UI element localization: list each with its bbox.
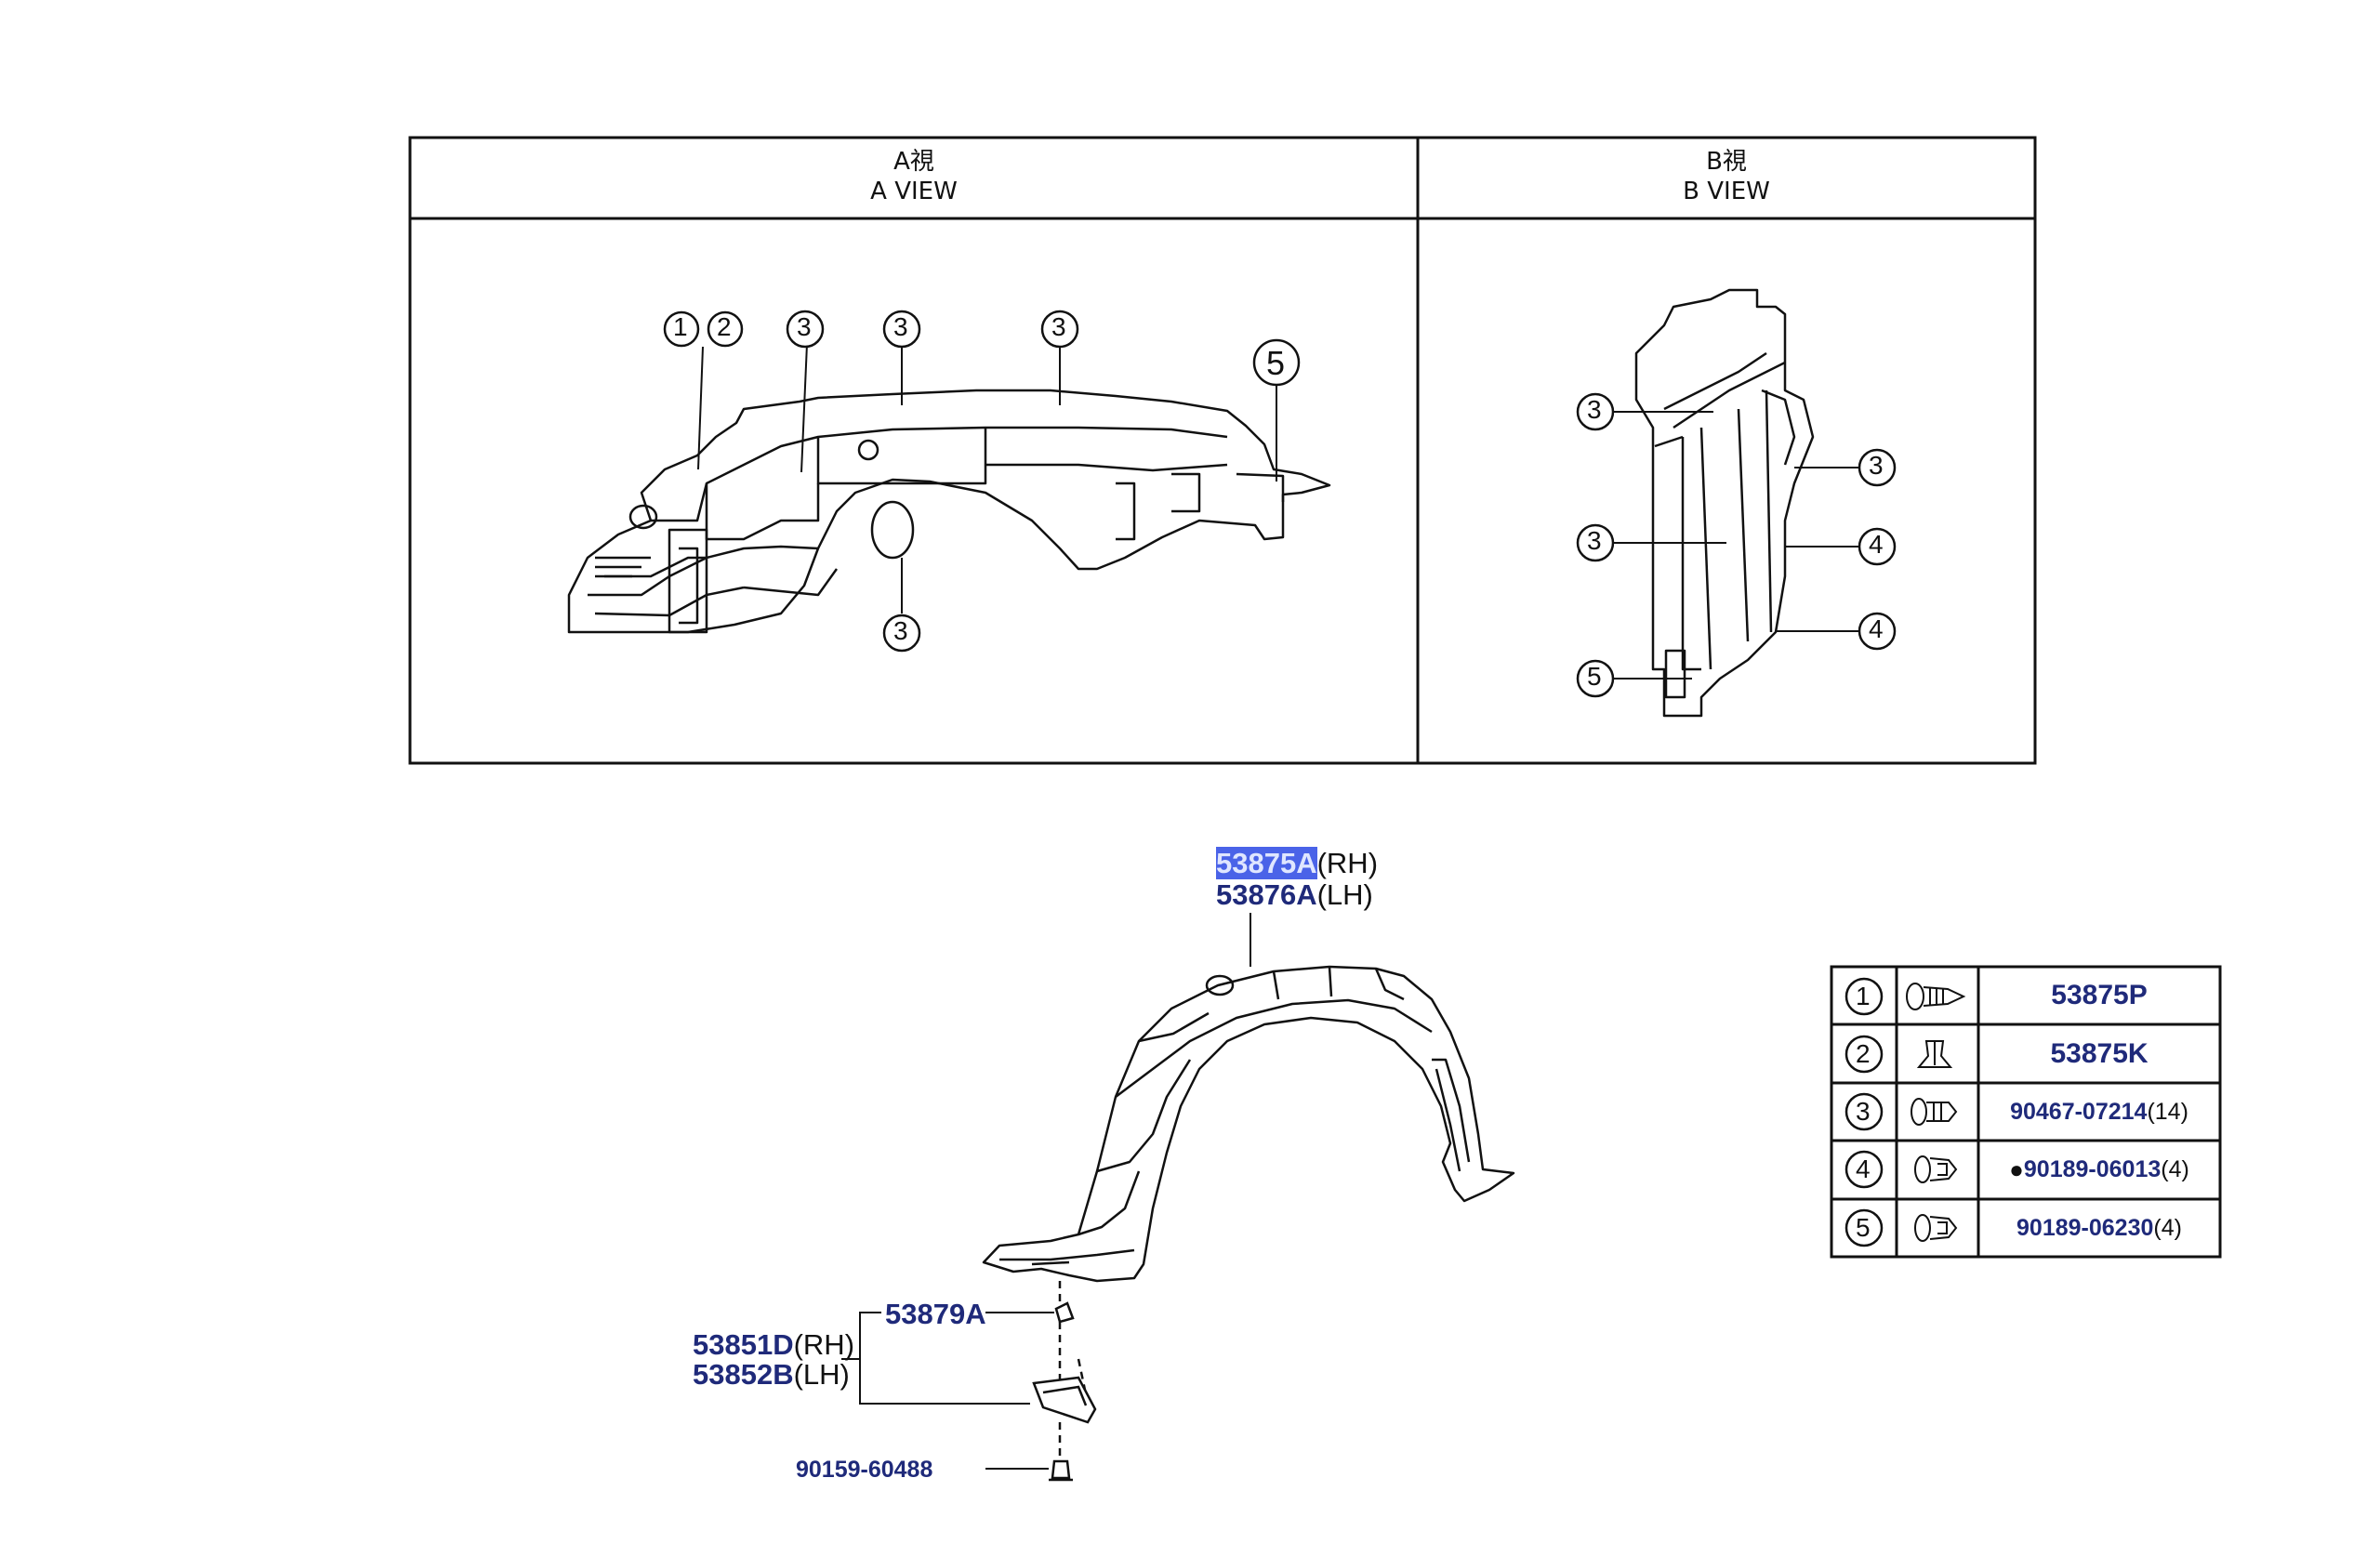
ab-leader-12 — [663, 310, 744, 348]
push-rivet-icon — [1911, 1098, 1958, 1126]
b-view-header: B視 B VIEW — [1418, 147, 2035, 206]
liner-lh-part[interactable]: 53876A — [1216, 878, 1317, 911]
liner-lh-suffix: (LH) — [1316, 878, 1373, 911]
a-view-drawing — [567, 389, 1331, 634]
bracket-leaders — [841, 1312, 1054, 1470]
callout-3a — [786, 310, 825, 349]
table-number-circles — [1844, 977, 1884, 1247]
callout-b-3: 5 — [1587, 662, 1602, 691]
bracket-rh-label[interactable]: 53851D(RH) — [693, 1329, 854, 1361]
b-view-title-en: B VIEW — [1683, 178, 1770, 205]
table-num-4: 4 — [1856, 1155, 1871, 1183]
table-row-4[interactable]: ●90189-06013(4) — [1978, 1141, 2220, 1199]
table-row-3[interactable]: 90467-07214(14) — [1978, 1083, 2220, 1141]
table-qty-3: (14) — [2147, 1098, 2188, 1125]
grommet-nut-icon-4 — [1914, 1155, 1958, 1183]
callout-5a — [1252, 338, 1301, 387]
a-view-leaders — [697, 343, 1277, 614]
table-num-1: 1 — [1856, 982, 1871, 1010]
bolt-label[interactable]: 90159-60488 — [796, 1456, 932, 1484]
table-row-1[interactable]: 53875P — [1978, 967, 2220, 1024]
clip-53879a-label[interactable]: 53879A — [885, 1299, 986, 1330]
callout-a-3: 3 — [893, 312, 908, 341]
table-qty-4: (4) — [2161, 1156, 2189, 1182]
callout-b-5: 4 — [1869, 530, 1884, 559]
table-part-1[interactable]: 53875P — [2051, 980, 2148, 1010]
fender-liner-drawing — [982, 965, 1515, 1283]
liner-lh-label[interactable]: 53876A(LH) — [1216, 879, 1373, 911]
callout-3b — [882, 310, 921, 349]
callout-b-2: 3 — [1587, 526, 1602, 555]
table-part-2[interactable]: 53875K — [2050, 1037, 2149, 1069]
callout-3d — [882, 614, 921, 653]
table-part-3[interactable]: 90467-07214 — [2010, 1098, 2148, 1125]
a-view-callouts — [786, 310, 1301, 653]
table-part-5[interactable]: 90189-06230 — [2016, 1214, 2154, 1241]
bracket-lh-part[interactable]: 53852B — [693, 1358, 794, 1391]
callout-a-5: 5 — [1266, 344, 1286, 382]
b-view-drawing — [1634, 288, 1815, 718]
bracket-lh-label[interactable]: 53852B(LH) — [693, 1359, 850, 1391]
screw-icon — [1906, 983, 1966, 1010]
table-marker-4: ● — [2009, 1155, 2024, 1183]
clip-53879a-part[interactable]: 53879A — [885, 1298, 986, 1330]
bolt-part[interactable]: 90159-60488 — [796, 1457, 933, 1483]
table-row-5[interactable]: 90189-06230(4) — [1978, 1199, 2220, 1257]
table-qty-5: (4) — [2153, 1214, 2182, 1241]
table-num-2: 2 — [1856, 1039, 1871, 1068]
bracket-assembly — [1032, 1281, 1097, 1482]
table-num-5: 5 — [1856, 1213, 1871, 1242]
a-view-header: A視 A VIEW — [410, 147, 1418, 206]
callout-b-1: 3 — [1587, 395, 1602, 424]
grommet-nut-icon-5 — [1914, 1214, 1958, 1242]
table-part-4[interactable]: 90189-06013 — [2023, 1156, 2162, 1182]
callout-b-6: 4 — [1869, 614, 1884, 643]
liner-rh-part[interactable]: 53875A — [1216, 847, 1317, 879]
callout-a-6: 3 — [893, 616, 908, 645]
bracket-lh-suffix: (LH) — [793, 1358, 850, 1391]
table-num-3: 3 — [1856, 1097, 1871, 1126]
callout-a-4: 3 — [1051, 312, 1066, 341]
b-view-callouts — [1576, 392, 1897, 698]
liner-rh-label[interactable]: 53875A(RH) — [1216, 847, 1379, 879]
bracket-rh-part[interactable]: 53851D — [693, 1328, 794, 1361]
table-row-2[interactable]: 53875K — [1978, 1024, 2220, 1083]
clip-icon — [1916, 1040, 1953, 1068]
b-view-title-jp: B視 — [1706, 148, 1747, 176]
b-view-leaders — [1613, 411, 1859, 680]
callout-b-4: 3 — [1869, 451, 1884, 480]
liner-rh-suffix: (RH) — [1316, 847, 1379, 879]
callout-3c — [1040, 310, 1079, 349]
a-view-title-jp: A視 — [893, 148, 934, 176]
bracket-rh-suffix: (RH) — [793, 1328, 855, 1361]
a-view-title-en: A VIEW — [870, 178, 958, 205]
callout-a-2: 3 — [797, 312, 812, 341]
fastener-table-grid — [1830, 965, 2222, 1259]
